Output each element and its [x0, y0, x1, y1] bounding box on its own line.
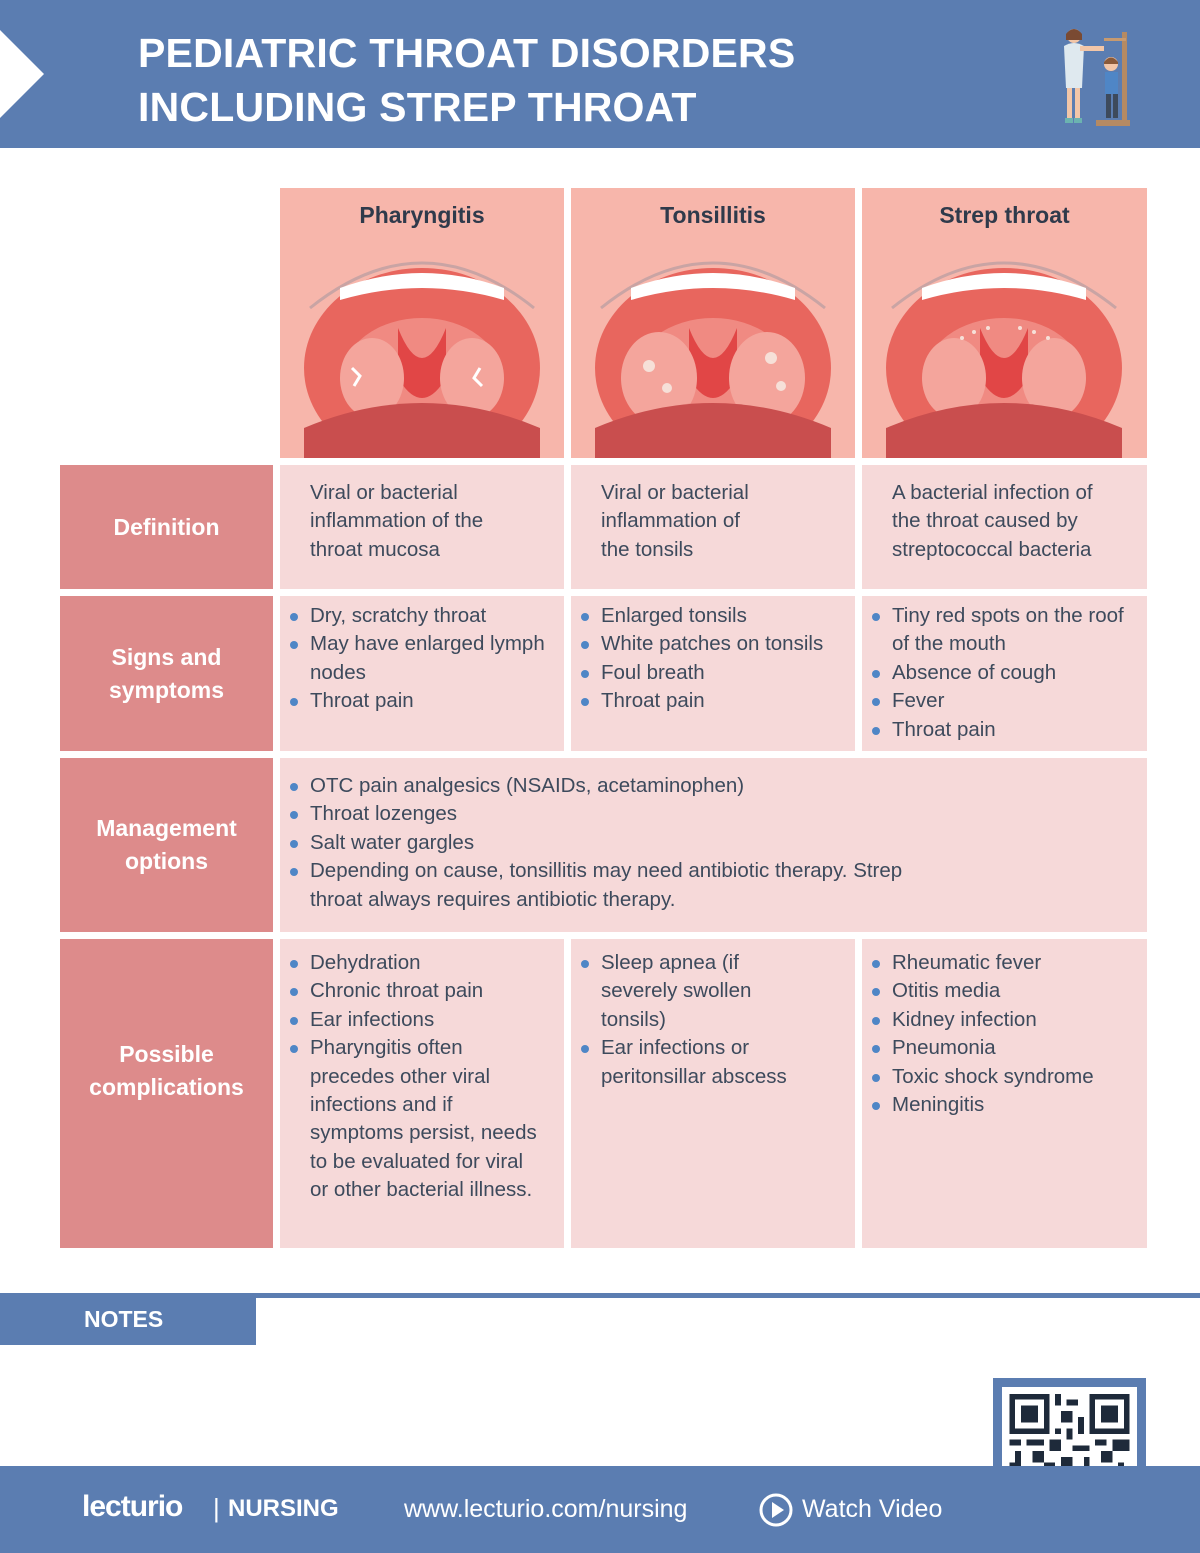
complications-strep-throat: Rheumatic fever Otitis media Kidney infe…	[862, 939, 1147, 1248]
throat-illustration	[595, 261, 831, 458]
column-label: Strep throat	[939, 202, 1070, 228]
list-item: Throat pain	[581, 687, 851, 715]
row-label-line: Management	[96, 815, 237, 841]
signs-tonsillitis: Enlarged tonsils White patches on tonsil…	[571, 596, 855, 751]
list-item: Dehydration	[290, 949, 544, 977]
definition-line: Viral or bacterial	[310, 481, 458, 504]
column-label: Pharyngitis	[359, 202, 485, 228]
list-item: Chronic throat pain	[290, 977, 544, 1005]
row-label-line: complications	[89, 1073, 244, 1100]
row-label-line: Signs and	[111, 643, 222, 670]
throat-illustration	[304, 261, 540, 458]
row-label-management-options: Management options	[60, 758, 273, 932]
list-item: Tiny red spots on the roof of the mouth	[872, 602, 1143, 659]
list-item: Throat pain	[290, 687, 560, 715]
list-item: Depending on cause, tonsillitis may need…	[290, 857, 927, 914]
row-label-signs-and-symptoms: Signs and symptoms	[60, 596, 273, 751]
definition-line: inflammation of the	[310, 509, 484, 533]
website-link[interactable]: www.lecturio.com/nursing	[404, 1495, 688, 1523]
definition-tonsillitis: Viral or bacterial inflammation of the t…	[571, 465, 855, 589]
column-header-pharyngitis: Pharyngitis	[280, 188, 564, 458]
row-label-line: symptoms	[108, 676, 225, 703]
list-item: Meningitis	[872, 1091, 1143, 1119]
title-line-1: PEDIATRIC THROAT DISORDERS	[138, 30, 796, 76]
list-item: Otitis media	[872, 977, 1143, 1005]
column-header-strep-throat: Strep throat	[862, 188, 1147, 458]
definition-strep-throat: A bacterial infection of the throat caus…	[862, 465, 1147, 589]
page-footer: lecturio | NURSING www.lecturio.com/nurs…	[0, 1466, 1200, 1553]
list-item: Salt water gargles	[290, 829, 927, 857]
row-label-line: Possible	[119, 1040, 214, 1067]
row-label-definition: Definition	[60, 465, 273, 589]
chevron-icon	[0, 30, 44, 118]
list-item: Throat pain	[872, 716, 1143, 744]
list-item: OTC pain analgesics (NSAIDs, acetaminoph…	[290, 772, 927, 800]
list-item: Absence of cough	[872, 659, 1143, 687]
list-item: Pharyngitis often precedes other viral i…	[290, 1034, 544, 1204]
list-item: May have enlarged lymph nodes	[290, 630, 560, 687]
list-item: Ear infections or peritonsillar abscess	[581, 1034, 815, 1091]
list-item: Dry, scratchy throat	[290, 602, 560, 630]
brand-logo[interactable]: lecturio	[82, 1490, 183, 1523]
row-label-possible-complications: Possible complications	[60, 939, 273, 1248]
play-icon[interactable]	[758, 1492, 794, 1528]
row-label-text: Definition	[113, 513, 220, 540]
watch-video-link[interactable]: Watch Video	[802, 1495, 943, 1523]
list-item: Foul breath	[581, 659, 851, 687]
title-line-2: INCLUDING STREP THROAT	[138, 84, 697, 130]
complications-tonsillitis: Sleep apnea (if severely swollen tonsils…	[571, 939, 855, 1248]
management-options-cell: OTC pain analgesics (NSAIDs, acetaminoph…	[280, 758, 1147, 932]
column-label: Tonsillitis	[660, 202, 766, 228]
list-item: Ear infections	[290, 1006, 544, 1034]
definition-line: A bacterial infection of	[892, 481, 1093, 504]
list-item: Rheumatic fever	[872, 949, 1143, 977]
page-header: PEDIATRIC THROAT DISORDERS INCLUDING STR…	[0, 0, 1200, 148]
list-item: Fever	[872, 687, 1143, 715]
definition-line: Viral or bacterial	[601, 481, 749, 504]
definition-line: throat mucosa	[310, 537, 440, 561]
list-item: Toxic shock syndrome	[872, 1063, 1143, 1091]
signs-pharyngitis: Dry, scratchy throat May have enlarged l…	[280, 596, 564, 751]
definition-line: inflammation of	[601, 509, 741, 533]
list-item: Pneumonia	[872, 1034, 1143, 1062]
definition-line: streptococcal bacteria	[892, 537, 1092, 561]
column-header-tonsillitis: Tonsillitis	[571, 188, 855, 458]
list-item: Sleep apnea (if severely swollen tonsils…	[581, 949, 815, 1034]
row-label-line: options	[124, 848, 209, 874]
throat-illustration	[886, 261, 1122, 458]
page-title: PEDIATRIC THROAT DISORDERS INCLUDING STR…	[138, 26, 795, 134]
complications-pharyngitis: Dehydration Chronic throat pain Ear infe…	[280, 939, 564, 1248]
signs-strep-throat: Tiny red spots on the roof of the mouth …	[862, 596, 1147, 751]
notes-heading: NOTES	[0, 1293, 256, 1345]
list-item: Throat lozenges	[290, 800, 927, 828]
brand-subtitle: NURSING	[228, 1495, 339, 1522]
notes-divider	[0, 1293, 1200, 1298]
list-item: Enlarged tonsils	[581, 602, 851, 630]
definition-line: the tonsils	[601, 537, 694, 561]
list-item: White patches on tonsils	[581, 630, 851, 658]
list-item: Kidney infection	[872, 1006, 1143, 1034]
definition-line: the throat caused by	[892, 509, 1078, 533]
definition-pharyngitis: Viral or bacterial inflammation of the t…	[280, 465, 564, 589]
doctor-measuring-child-illustration	[1064, 29, 1130, 126]
brand-separator: |	[213, 1493, 220, 1523]
